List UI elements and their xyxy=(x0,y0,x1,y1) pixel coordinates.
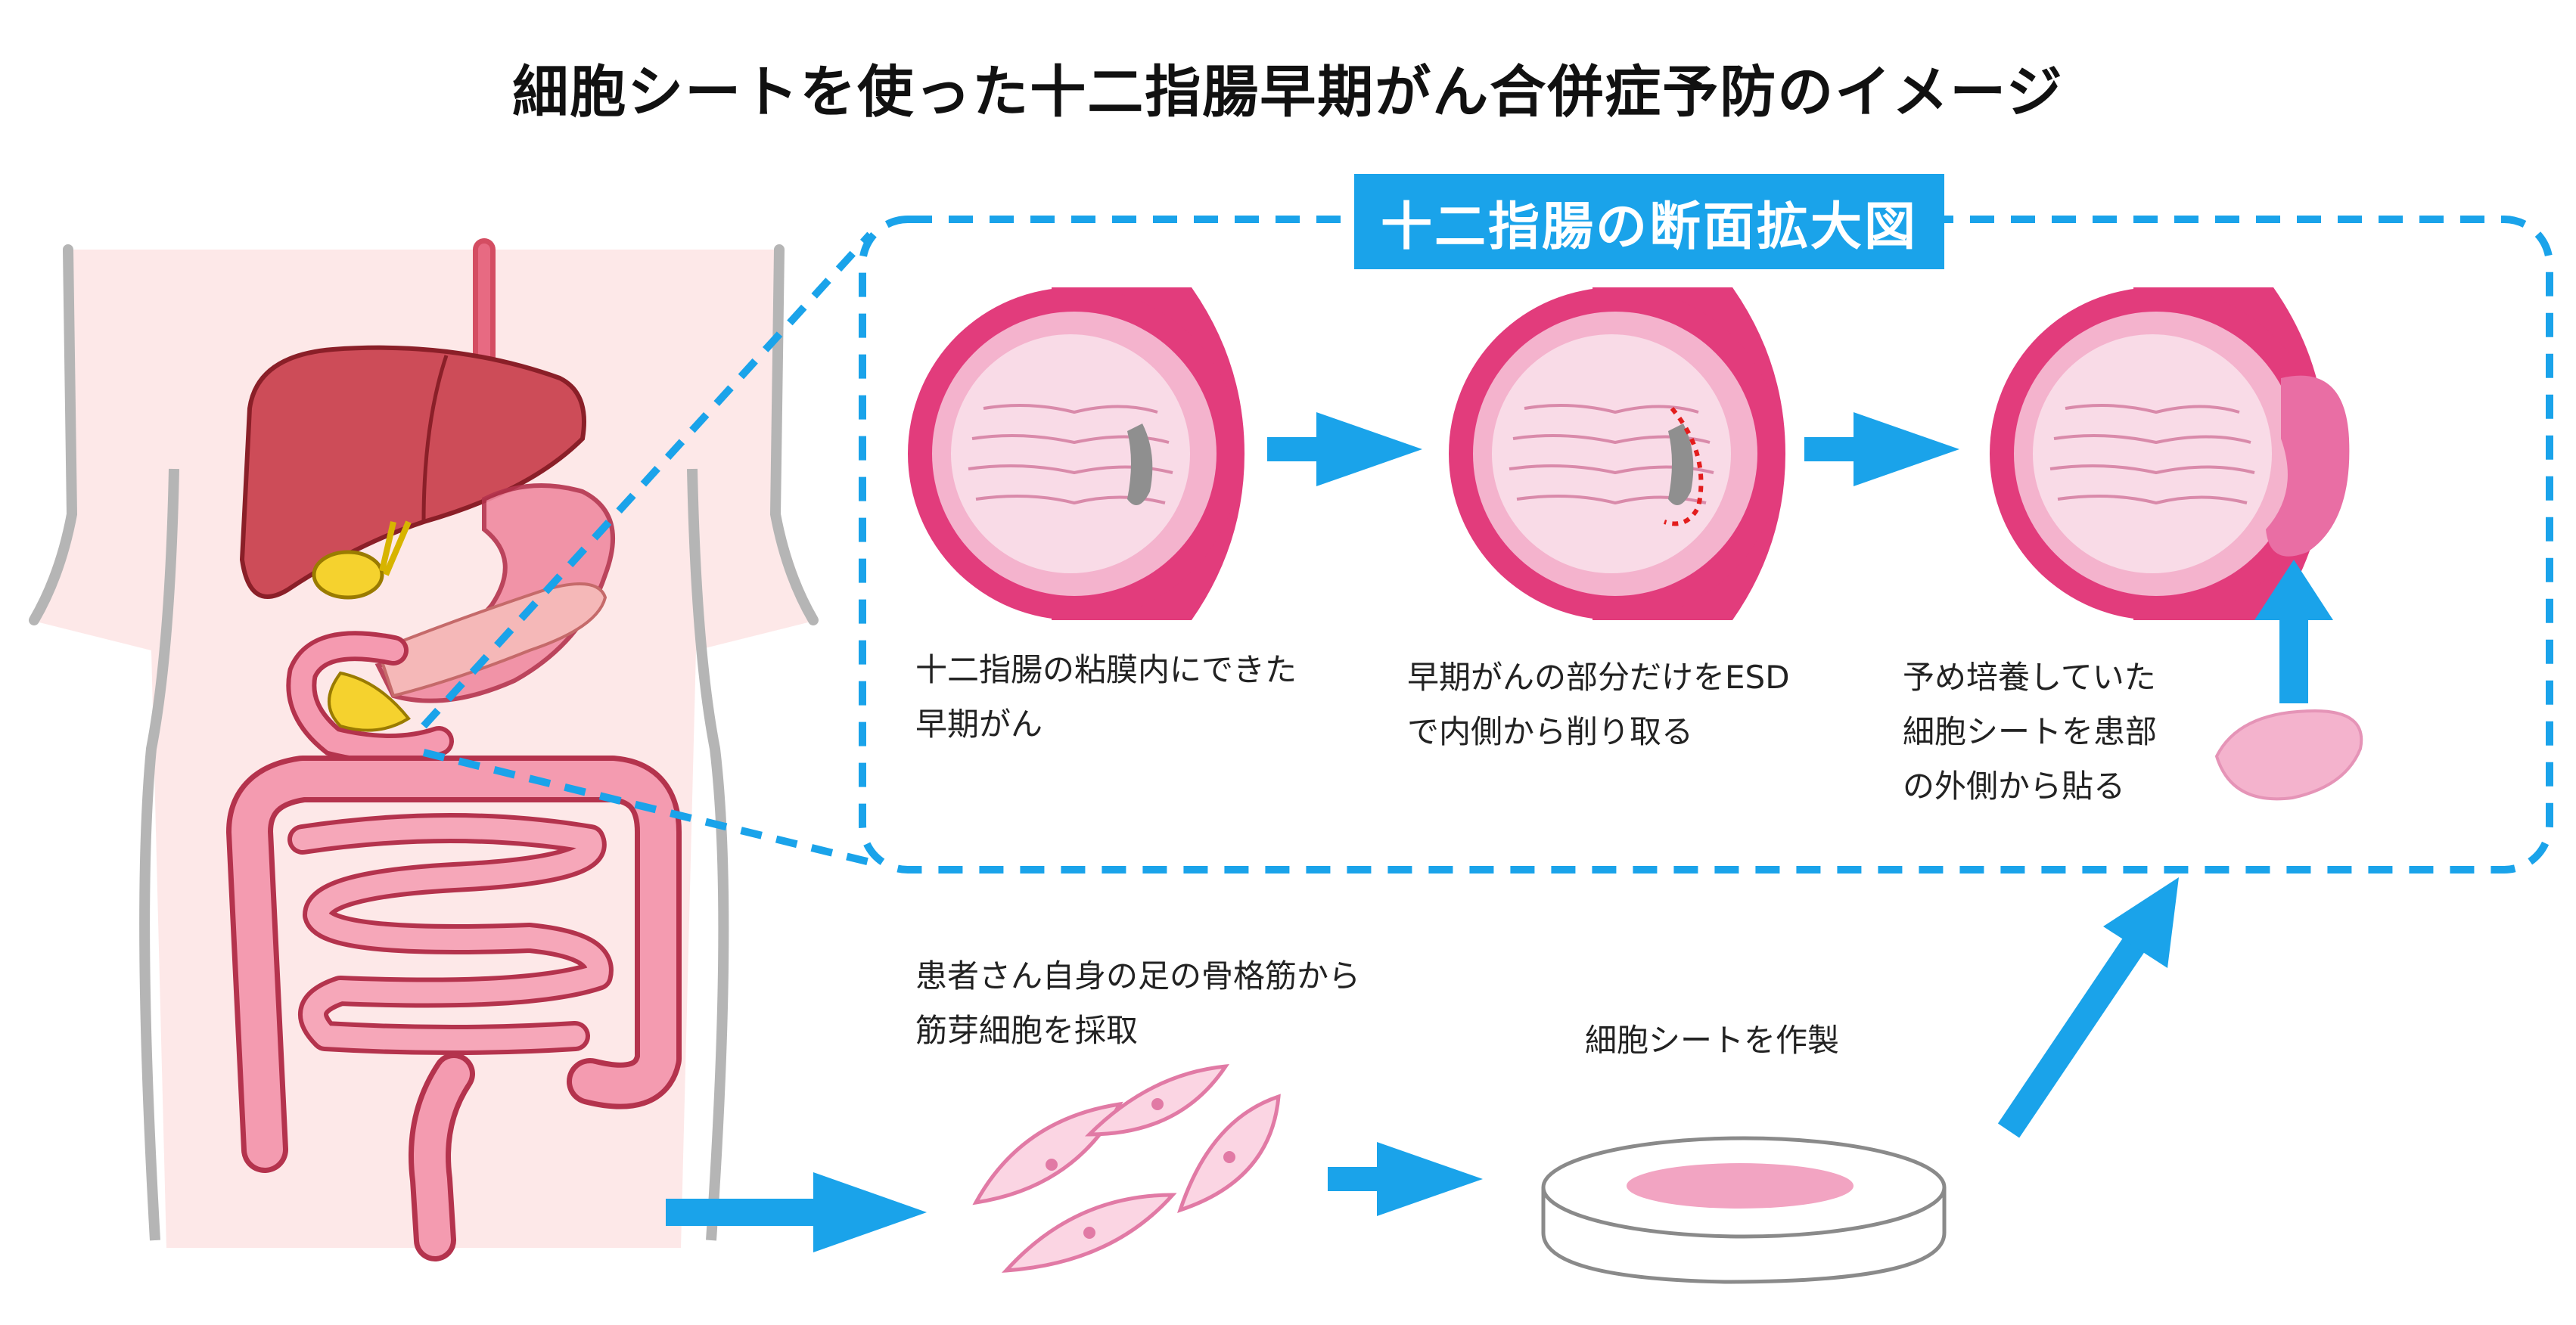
step-1-caption: 十二指腸の粘膜内にできた 早期がん xyxy=(915,643,1297,752)
torso-outline-right xyxy=(769,244,819,625)
torso-outline-left xyxy=(29,244,78,625)
sheet-making-caption: 細胞シートを作製 xyxy=(1585,1022,1840,1059)
arrow-apply-sheet xyxy=(2254,560,2333,703)
gallbladder xyxy=(312,550,384,600)
cross-section-esd xyxy=(1449,287,1785,620)
arrow-step-2 xyxy=(1804,412,1959,486)
small-intestine xyxy=(287,813,614,1055)
caption-line: の外側から貼る xyxy=(1903,768,2126,805)
pancreas xyxy=(376,582,607,698)
culture-dish xyxy=(1541,1136,1947,1284)
arrow-culture xyxy=(1328,1142,1483,1216)
caption-line: で内側から削り取る xyxy=(1407,713,1694,750)
myoblast-cell xyxy=(972,1101,1123,1206)
page-title: 細胞シートを使った十二指腸早期がん合併症予防のイメージ xyxy=(512,60,2064,125)
cross-section-sheet-applied xyxy=(1990,287,2350,620)
cell-sheet-piece xyxy=(2214,709,2363,801)
caption-line: 十二指腸の粘膜内にできた xyxy=(915,651,1297,688)
myoblast-cells xyxy=(972,1063,1281,1273)
caption-line: 筋芽細胞を採取 xyxy=(915,1012,1139,1049)
step-2-caption: 早期がんの部分だけをESD で内側から削り取る xyxy=(1407,650,1790,759)
caption-line: 早期がん xyxy=(915,706,1043,743)
caption-line: 細胞シートを患部 xyxy=(1903,713,2158,750)
step-3-caption: 予め培養していた 細胞シートを患部 の外側から貼る xyxy=(1903,650,2157,814)
zoom-guide-lines xyxy=(421,231,873,866)
harvest-caption: 患者さん自身の足の骨格筋から 筋芽細胞を採取 xyxy=(915,949,1360,1058)
tumor-resected xyxy=(1668,424,1694,505)
caption-line: 予め培養していた xyxy=(1903,659,2156,696)
caption-line: 早期がんの部分だけをESD xyxy=(1407,659,1790,696)
tumor xyxy=(1127,424,1153,505)
waist-line-left xyxy=(139,468,179,1241)
arrow-step-1 xyxy=(1267,412,1422,486)
cross-section-early-cancer xyxy=(908,287,1244,620)
pancreas-head xyxy=(328,671,411,732)
applied-cell-sheet xyxy=(2266,375,2350,557)
cell-sheet-in-dish xyxy=(1627,1163,1854,1209)
arrow-transfer xyxy=(1997,877,2179,1138)
liver xyxy=(239,345,586,599)
arrow-harvest xyxy=(666,1172,927,1252)
section-badge: 十二指腸の断面拡大図 xyxy=(1354,174,1944,269)
caption-line: 患者さん自身の足の骨格筋から xyxy=(915,957,1361,995)
waist-line-right xyxy=(687,468,729,1241)
esd-cut-line xyxy=(1664,407,1704,526)
